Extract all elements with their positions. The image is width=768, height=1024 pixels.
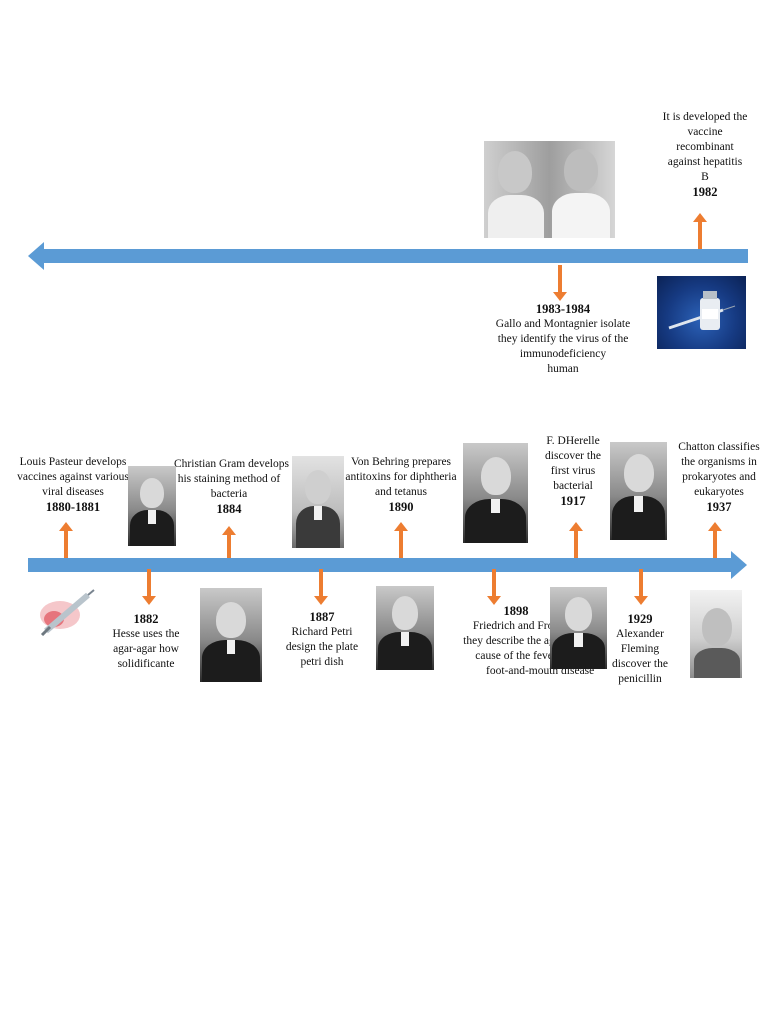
syringe-icon	[40, 589, 95, 637]
event-1880-arrow	[59, 522, 73, 558]
bottom-timeline-arrowhead	[731, 551, 747, 579]
bottom-timeline-bar	[28, 558, 733, 572]
petri-portrait	[292, 456, 344, 548]
two-scientists-photo	[484, 141, 615, 238]
event-1929-year: 1929	[627, 612, 653, 626]
hesse-portrait	[128, 466, 176, 546]
vaccine-vial-icon	[668, 291, 736, 330]
event-1880-year: 1880-1881	[45, 500, 101, 514]
event-1890-year: 1890	[388, 500, 414, 514]
event-1887-arrow	[314, 569, 328, 605]
event-1884-arrow	[222, 526, 236, 558]
gram-portrait	[200, 588, 262, 682]
event-1882-arrow	[142, 569, 156, 605]
event-1884-label: Christian Gram develops his staining met…	[174, 458, 289, 516]
vaccine-vial-photo	[657, 276, 746, 349]
event-1917-label: F. DHerelle discover the first virus bac…	[538, 434, 608, 509]
chatton-portrait	[690, 590, 742, 678]
event-1982-label: It is developed the vaccine recombinant …	[655, 110, 755, 200]
event-1882-label: 1882 Hesse uses the agar-agar how solidi…	[106, 612, 186, 672]
event-1983-1984-label: 1983-1984 Gallo and Montagnier isolate t…	[490, 302, 636, 377]
event-1929-label: 1929 Alexander Fleming discover the peni…	[604, 612, 676, 687]
event-1884-year: 1884	[216, 502, 242, 516]
event-1917-year: 1917	[560, 494, 586, 508]
event-1917-arrow	[569, 522, 583, 558]
event-1937-label: Chatton classifies the organisms in prok…	[674, 440, 764, 515]
event-1983-1984-year: 1983-1984	[535, 302, 591, 316]
event-1898-arrow	[487, 569, 501, 605]
top-timeline-arrowhead	[28, 242, 44, 270]
syringe-illustration	[36, 585, 96, 640]
event-1983-1984-arrow	[553, 265, 567, 301]
top-timeline-bar	[42, 249, 748, 263]
event-1898-label: 1898 Friedrich and Frog they describe th…	[446, 604, 594, 679]
event-1890-label: Von Behring prepares antitoxins for diph…	[345, 456, 457, 514]
loeffler-portrait	[463, 443, 528, 543]
event-1880-label: Louis Pasteur develops vaccines against …	[14, 455, 132, 515]
event-1882-year: 1882	[133, 612, 159, 626]
behring-portrait	[376, 586, 434, 670]
event-1937-arrow	[708, 522, 722, 558]
event-1887-label: 1887 Richard Petri design the plate petr…	[282, 610, 362, 670]
event-1898-year: 1898	[503, 604, 529, 618]
event-1929-arrow	[634, 569, 648, 605]
event-1937-year: 1937	[706, 500, 732, 514]
event-1982-arrow	[693, 213, 707, 249]
fleming-portrait	[610, 442, 667, 540]
dherelle-portrait	[550, 587, 607, 669]
event-1887-year: 1887	[309, 610, 335, 624]
event-1982-year: 1982	[692, 185, 718, 199]
event-1890-arrow	[394, 522, 408, 558]
